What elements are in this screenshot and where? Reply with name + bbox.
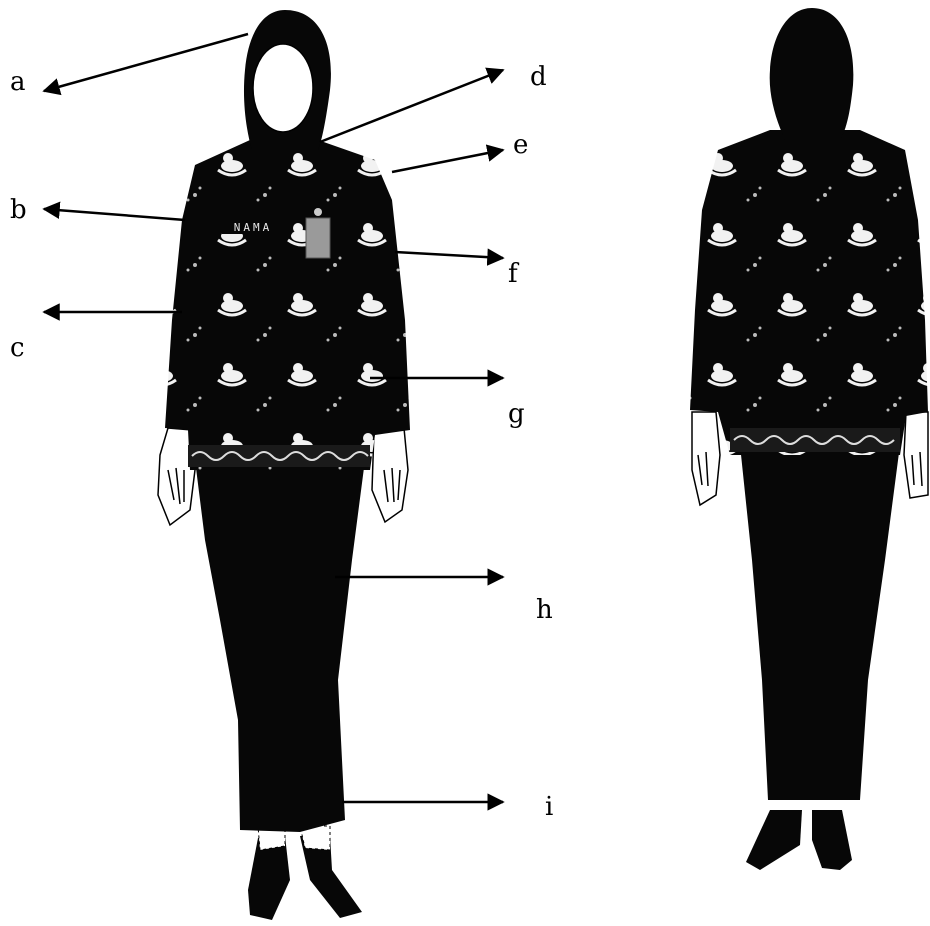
arrow-e — [392, 150, 503, 172]
front-jacket — [165, 140, 410, 470]
label-g: g — [508, 399, 525, 429]
front-skirt — [195, 460, 365, 832]
label-b: b — [10, 195, 27, 225]
front-figure: NAMA — [158, 10, 410, 920]
id-badge — [306, 218, 330, 258]
front-face — [253, 44, 313, 132]
back-hijab — [770, 8, 854, 140]
back-jacket — [690, 130, 928, 455]
arrow-a — [44, 34, 248, 91]
back-right-hand — [904, 412, 928, 498]
back-skirt — [740, 445, 900, 800]
back-left-shoe — [746, 810, 802, 870]
name-tag: NAMA — [222, 218, 284, 234]
label-d: d — [530, 62, 547, 92]
arrow-d — [320, 70, 503, 142]
label-h: h — [536, 595, 553, 625]
label-e: e — [513, 130, 528, 160]
arrow-f — [395, 252, 503, 258]
front-left-shoe — [248, 836, 290, 920]
name-tag-text: NAMA — [234, 221, 273, 234]
label-a: a — [10, 67, 26, 97]
back-right-shoe — [812, 810, 852, 870]
label-c: c — [10, 333, 25, 363]
back-figure — [690, 8, 928, 870]
front-right-hand — [372, 428, 408, 522]
label-i: i — [545, 792, 553, 822]
arrow-b — [44, 209, 185, 220]
label-f: f — [508, 259, 520, 289]
